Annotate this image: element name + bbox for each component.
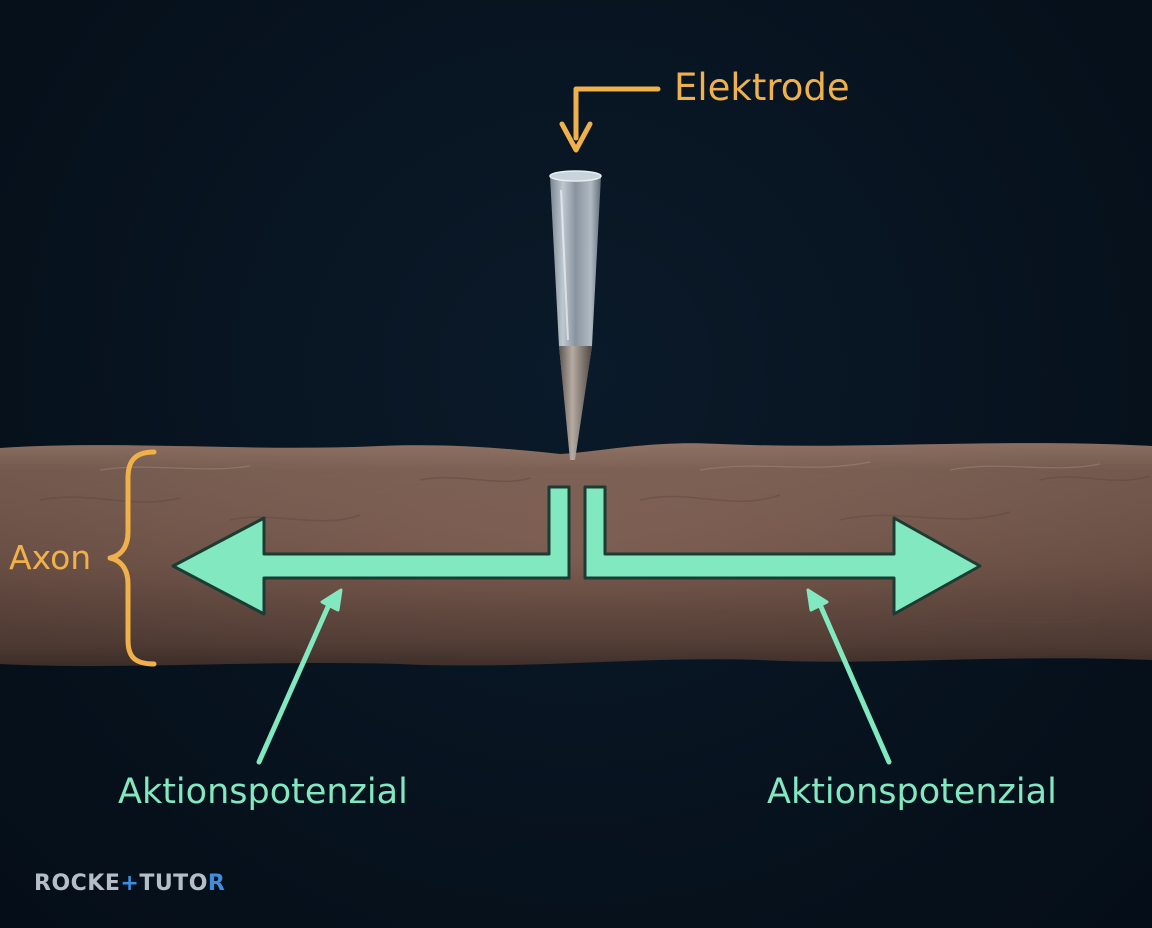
double-arrow-icon	[171, 485, 982, 616]
electrode-label: Elektrode	[674, 66, 850, 109]
watermark-part2: TUTO	[139, 871, 208, 896]
watermark-part3: R	[207, 871, 226, 896]
watermark-accent: +	[120, 871, 140, 896]
electrode-pointer	[559, 86, 661, 153]
action-potential-label-right: Aktionspotenzial	[767, 772, 1057, 812]
watermark-logo: ROCKE+TUTOR	[34, 871, 225, 896]
watermark-part1: ROCKE	[34, 871, 121, 896]
curly-brace-icon	[107, 449, 157, 667]
ap-pointer-right	[806, 588, 892, 765]
axon	[0, 443, 1152, 666]
action-potential-label-left: Aktionspotenzial	[118, 772, 408, 812]
electrode-micropipette	[549, 170, 602, 460]
axon-label: Axon	[9, 538, 92, 577]
ap-pointer-left	[256, 588, 343, 765]
